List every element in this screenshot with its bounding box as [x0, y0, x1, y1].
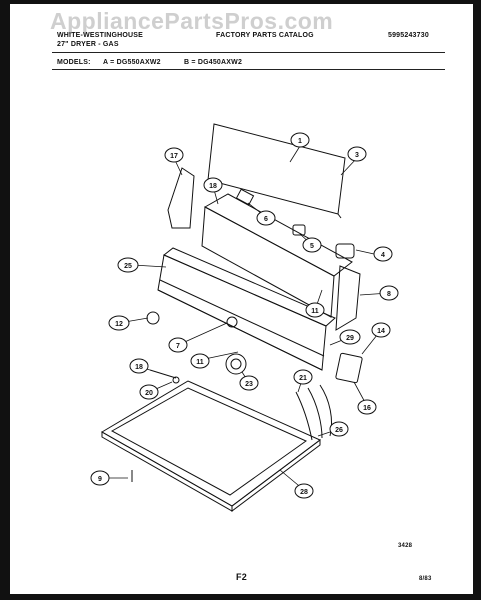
control-panel-face [201, 206, 335, 318]
svg-text:5: 5 [310, 243, 314, 250]
svg-text:28: 28 [300, 489, 308, 496]
cabinet-top-opening [110, 387, 308, 496]
svg-text:11: 11 [196, 359, 204, 366]
callout-29: 29 [339, 329, 361, 345]
svg-text:7: 7 [176, 343, 180, 350]
svg-text:1: 1 [298, 138, 302, 145]
svg-text:6: 6 [264, 216, 268, 223]
door-switch [335, 352, 363, 384]
svg-text:12: 12 [115, 321, 123, 328]
callout-3: 3 [347, 146, 367, 162]
knob-left [146, 311, 160, 325]
wire-harness [295, 391, 313, 441]
callout-28: 28 [294, 483, 314, 499]
svg-text:18: 18 [135, 364, 143, 371]
callout-8: 8 [379, 285, 399, 301]
model-b: B = DG450AXW2 [184, 59, 243, 66]
figure-code: 3428 [398, 543, 413, 549]
svg-text:17: 17 [170, 153, 178, 160]
callout-21: 21 [293, 369, 313, 385]
models-label: MODELS: [57, 59, 91, 66]
control-panel-back [203, 193, 353, 277]
callout-11-upper: 11 [305, 302, 325, 318]
product-label: 27" DRYER - GAS [57, 41, 119, 48]
scan-border-bottom [0, 594, 481, 600]
knob-large [225, 353, 247, 375]
callout-4: 4 [373, 246, 393, 262]
top-panel [207, 123, 346, 215]
svg-text:16: 16 [363, 405, 371, 412]
page-label: F2 [236, 572, 247, 582]
console-front [157, 254, 327, 371]
callout-group: 1 3 17 18 6 5 4 25 8 12 11 7 29 14 11 16… [90, 132, 399, 499]
svg-text:23: 23 [245, 381, 253, 388]
svg-text:3: 3 [355, 152, 359, 159]
callout-12: 12 [108, 315, 130, 331]
switch-part [235, 188, 255, 206]
header-rule-bottom [52, 69, 445, 70]
knob-small [226, 316, 238, 328]
scan-border-right [473, 0, 481, 600]
svg-text:8: 8 [387, 291, 391, 298]
callout-18-upper: 18 [203, 177, 223, 193]
callout-17: 17 [164, 147, 184, 163]
svg-text:11: 11 [311, 308, 319, 315]
callout-9: 9 [90, 470, 110, 486]
svg-text:4: 4 [381, 252, 385, 259]
watermark: AppliancePartsPros.com [50, 8, 334, 34]
callout-23: 23 [239, 375, 259, 391]
svg-text:21: 21 [299, 375, 307, 382]
callout-26: 26 [329, 421, 349, 437]
callout-25: 25 [117, 257, 139, 273]
svg-text:20: 20 [145, 390, 153, 397]
callout-14: 14 [371, 322, 391, 338]
side-bracket [167, 167, 195, 229]
end-cap [335, 265, 361, 331]
svg-text:26: 26 [335, 427, 343, 434]
scan-border-top [0, 0, 481, 4]
timer-part [292, 224, 306, 236]
model-a: A = DG550AXW2 [103, 59, 161, 66]
callout-5: 5 [302, 237, 322, 253]
callout-20: 20 [139, 384, 159, 400]
scan-border-left [0, 0, 10, 600]
date-label: 8/83 [419, 576, 432, 582]
svg-text:9: 9 [98, 476, 102, 483]
catalog-title: FACTORY PARTS CATALOG [216, 32, 314, 39]
catalog-number: 5995243730 [388, 32, 429, 39]
lamp-socket [335, 243, 355, 259]
svg-text:25: 25 [124, 263, 132, 270]
callout-6: 6 [256, 210, 276, 226]
brand-label: WHITE-WESTINGHOUSE [57, 32, 144, 39]
callout-1: 1 [290, 132, 310, 148]
svg-text:18: 18 [209, 183, 217, 190]
callout-7: 7 [168, 337, 188, 353]
svg-text:29: 29 [346, 335, 354, 342]
callout-18-lower: 18 [129, 358, 149, 374]
header-rule-top [52, 52, 445, 53]
callout-11-lower: 11 [190, 353, 210, 369]
svg-text:14: 14 [377, 328, 385, 335]
callout-16: 16 [357, 399, 377, 415]
